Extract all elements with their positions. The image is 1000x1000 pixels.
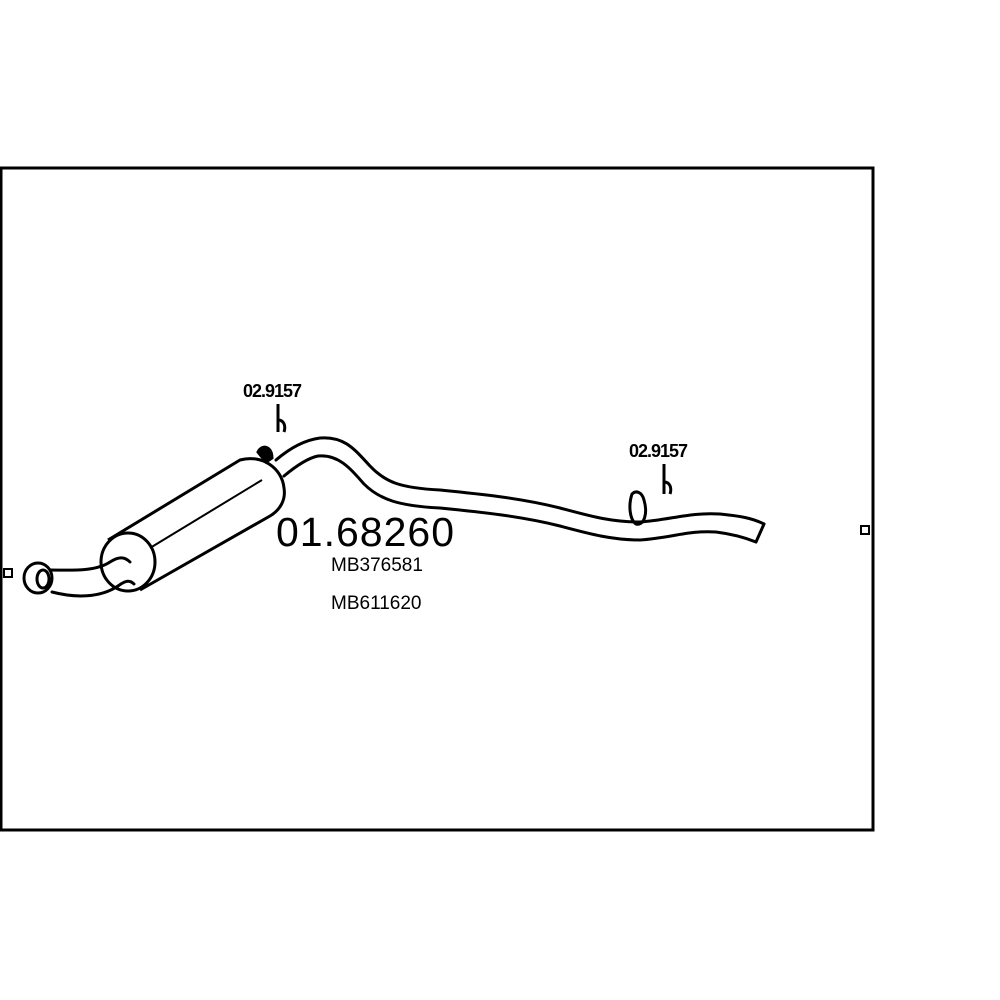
main-part-number: 01.68260	[276, 509, 456, 555]
clamp-leader-1	[276, 404, 287, 433]
diagram-border	[0, 166, 875, 832]
inlet-pipe	[48, 556, 136, 598]
oem-reference: MB611620	[331, 593, 422, 614]
muffler-hanger	[256, 445, 274, 465]
rear-hanger	[628, 490, 648, 526]
inlet-flange	[22, 561, 54, 595]
oem-reference: MB376581	[331, 555, 423, 576]
clamp-part-label: 02.9157	[629, 441, 688, 461]
clamp-part-label: 02.9157	[243, 381, 302, 401]
middle-muffler	[99, 457, 286, 593]
right-marker	[860, 525, 870, 535]
left-marker	[3, 568, 13, 578]
clamp-leader-2	[662, 464, 673, 495]
tail-pipe	[274, 436, 766, 544]
